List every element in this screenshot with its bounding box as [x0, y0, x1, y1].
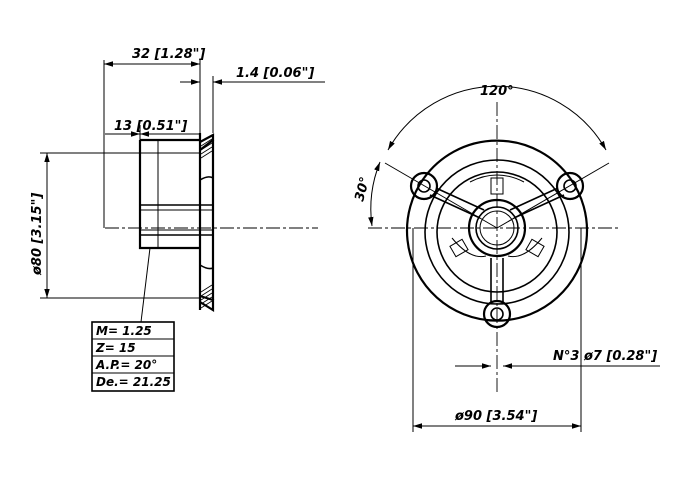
flange-thickness-label: 1.4 [0.06"] — [236, 66, 314, 81]
angle-120-label: 120° — [480, 84, 514, 99]
table-row-pressure-angle: A.P.= 20° — [95, 358, 157, 372]
table-leader — [140, 247, 151, 323]
large-diameter-label: ø90 [3.54"] — [454, 409, 537, 424]
gear-data-table: M= 1.25 Z= 15 A.P.= 20° De.= 21.25 — [91, 321, 175, 392]
total-width-label: 32 [1.28"] — [132, 47, 205, 62]
hub-width-label: 13 [0.51"] — [114, 119, 187, 134]
table-row-teeth: Z= 15 — [95, 341, 136, 355]
flange-hatch — [200, 138, 213, 309]
side-view: 32 [1.28"] 1.4 [0.06"] 13 [0.51"] ø80 [3… — [30, 47, 325, 323]
table-row-module: M= 1.25 — [96, 324, 152, 338]
angle-30-label: 30° — [352, 175, 373, 203]
front-view: 120° 30° N°3 ø7 [0.28"] ø90 [3.54"] — [352, 84, 660, 432]
hole-callout-label: N°3 ø7 [0.28"] — [553, 349, 657, 364]
table-row-outer-diameter: De.= 21.25 — [96, 375, 171, 389]
small-diameter-label: ø80 [3.15"] — [30, 193, 45, 276]
